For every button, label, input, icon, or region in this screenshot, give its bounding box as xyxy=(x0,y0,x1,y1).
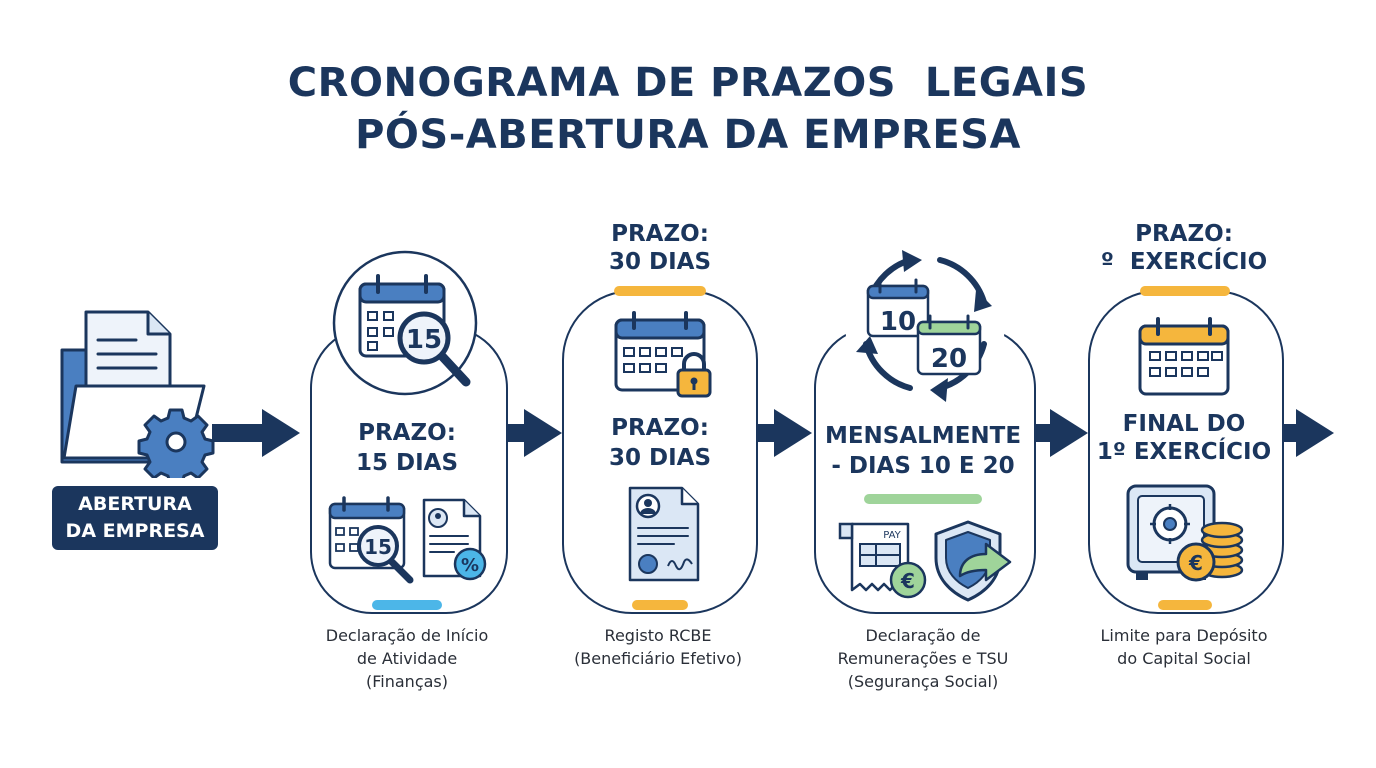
calendar-lock-icon xyxy=(614,311,712,398)
calendar-10-number: 10 xyxy=(880,307,916,337)
step-4-desc-line2: do Capital Social xyxy=(1117,649,1251,668)
step-3-center-line2: - DIAS 10 E 20 xyxy=(831,453,1015,479)
arrow-right-icon xyxy=(524,409,562,457)
small-calendar-day-number: 15 xyxy=(364,535,392,559)
step-3-desc-line1: Declaração de xyxy=(865,626,981,645)
step-1-description: Declaração de Início de Atividade (Finan… xyxy=(300,624,514,693)
step-1-desc-line3: (Finanças) xyxy=(366,672,448,691)
step-2-desc-line2: (Beneficiário Efetivo) xyxy=(574,649,742,668)
arrow-right-icon xyxy=(1296,409,1334,457)
calendar-20-number: 20 xyxy=(931,344,967,374)
calendar-icon xyxy=(1138,317,1230,396)
step-2-top-bar xyxy=(614,286,706,296)
euro-symbol: € xyxy=(900,569,915,593)
step-4-color-bar xyxy=(1158,600,1212,610)
step-3-center-line1: MENSALMENTE xyxy=(824,423,1022,449)
arrow-right-icon xyxy=(774,409,812,457)
folder-document-gear-icon xyxy=(60,310,215,478)
connector-line xyxy=(754,424,780,442)
start-box: ABERTURA DA EMPRESA xyxy=(52,486,218,550)
calendar-day-number: 15 xyxy=(406,325,442,355)
page-title-line2: PÓS-ABERTURA DA EMPRESA xyxy=(355,112,1021,158)
step-3-description: Declaração de Remunerações e TSU (Segura… xyxy=(810,624,1036,693)
start-line1: ABERTURA xyxy=(78,493,192,515)
step-4-desc-line1: Limite para Depósito xyxy=(1100,626,1268,645)
arrow-right-icon xyxy=(262,409,300,457)
pay-label: PAY xyxy=(883,530,901,541)
step-1-desc-line2: de Atividade xyxy=(356,649,458,668)
step-1-center-line1: PRAZO: xyxy=(358,420,456,446)
step-3-desc-line2: Remunerações e TSU xyxy=(837,649,1009,668)
start-line2: DA EMPRESA xyxy=(65,520,205,542)
step-3-desc-line3: (Segurança Social) xyxy=(847,672,999,691)
step-1-color-bar xyxy=(372,600,442,610)
step-4-description: Limite para Depósito do Capital Social xyxy=(1074,624,1294,670)
step-3-color-bar xyxy=(864,494,982,504)
safe-coins-icon: € xyxy=(1126,484,1244,582)
step-2-center-line2: 30 DIAS xyxy=(608,445,712,471)
certificate-icon xyxy=(628,486,700,582)
step-4-top-line1: PRAZO: xyxy=(1135,221,1233,247)
step-4-center-line1: FINAL DO xyxy=(1122,411,1246,437)
euro-coin-symbol: € xyxy=(1188,551,1203,575)
connector-line xyxy=(212,424,268,442)
step-4-top-line2: º EXERCÍCIO xyxy=(1100,249,1268,275)
cycle-calendar-icon: 10 20 xyxy=(845,244,1005,404)
step-1-center-line2: 15 DIAS xyxy=(355,450,459,476)
percent-symbol: % xyxy=(461,555,479,576)
step-2-top-line2: 30 DIAS xyxy=(608,249,712,275)
step-2-description: Registo RCBE (Beneficiário Efetivo) xyxy=(548,624,768,670)
tax-document-icon: % xyxy=(422,498,487,581)
page-title-line1: CRONOGRAMA DE PRAZOS LEGAIS xyxy=(287,60,1089,106)
step-1-desc-line1: Declaração de Início xyxy=(325,626,489,645)
step-4-top-bar xyxy=(1140,286,1230,296)
calendar-magnifier-small-icon: 15 xyxy=(328,496,414,584)
step-2-center-line1: PRAZO: xyxy=(611,415,709,441)
calendar-magnifier-icon: 15 xyxy=(332,250,478,396)
step-2-desc-line1: Registo RCBE xyxy=(604,626,712,645)
step-2-color-bar xyxy=(632,600,688,610)
arrow-right-icon xyxy=(1050,409,1088,457)
step-2-top-line1: PRAZO: xyxy=(611,221,709,247)
pay-receipt-icon: PAY € xyxy=(838,522,927,599)
shield-arrow-icon xyxy=(934,520,1012,602)
connector-line xyxy=(503,424,529,442)
connector-line xyxy=(1280,424,1300,442)
step-4-center-line2: 1º EXERCÍCIO xyxy=(1096,439,1272,465)
